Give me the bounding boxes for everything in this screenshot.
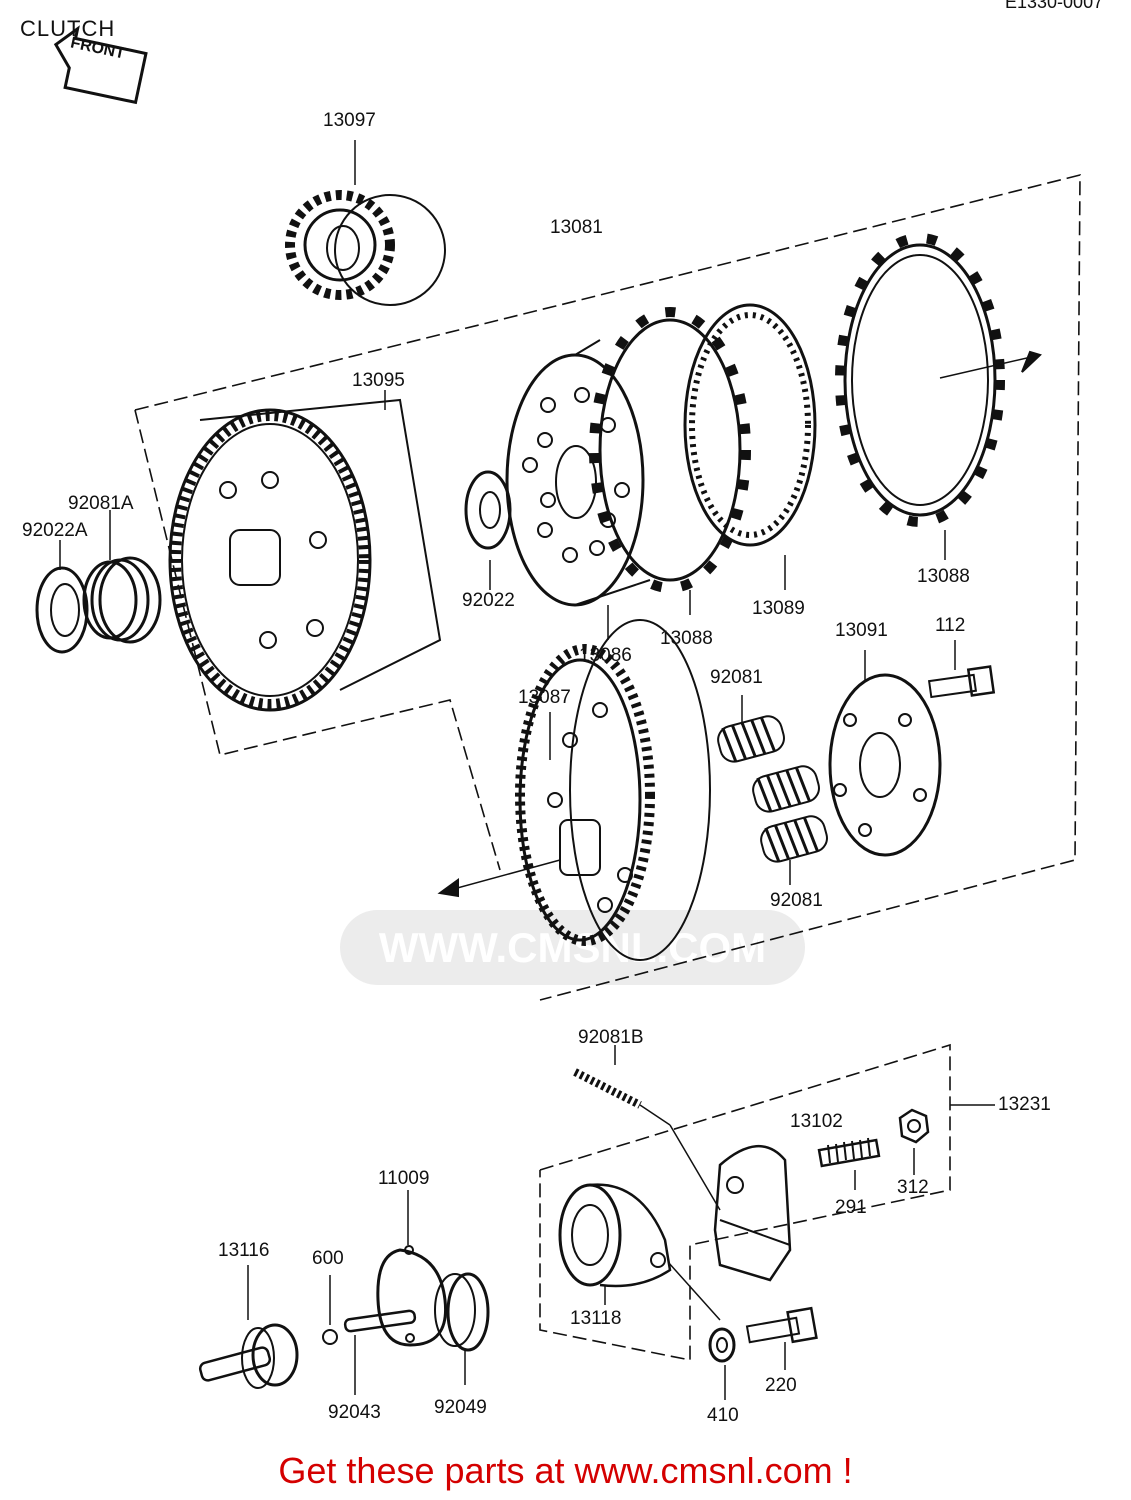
label-600: 600 <box>312 1248 344 1269</box>
release-outline <box>539 1043 951 1361</box>
label-112: 112 <box>935 615 966 636</box>
label-92081B: 92081B <box>578 1027 644 1048</box>
cover-13118-icon <box>558 1183 721 1321</box>
assembly-outline <box>134 173 1081 1001</box>
label-13231: 13231 <box>998 1094 1051 1115</box>
label-92081-top: 92081 <box>710 667 763 688</box>
lever-13102-icon <box>669 1124 792 1282</box>
label-13088-near: 13088 <box>660 628 713 649</box>
label-13097: 13097 <box>323 110 376 131</box>
label-13118: 13118 <box>570 1308 622 1329</box>
label-13088-far: 13088 <box>917 566 970 587</box>
screw-291-icon <box>817 1137 881 1190</box>
friction-plate-13088b-icon <box>835 233 1042 560</box>
front-arrow-icon <box>53 25 148 105</box>
bolt-220-icon <box>745 1306 818 1370</box>
page-title: CLUTCH <box>20 16 116 41</box>
label-410: 410 <box>707 1405 739 1426</box>
label-92022A: 92022A <box>22 520 88 541</box>
seal-92049-icon <box>434 1272 490 1385</box>
label-11009: 11009 <box>378 1168 430 1189</box>
label-220: 220 <box>765 1375 797 1396</box>
label-92081A: 92081A <box>68 493 134 514</box>
washer-92022A-icon <box>35 540 89 654</box>
label-92043: 92043 <box>328 1402 381 1423</box>
spring-92081B-icon <box>573 1045 671 1126</box>
hub-13087-icon <box>437 619 711 961</box>
label-13086: 13086 <box>579 645 632 666</box>
spring-92081A-icon <box>82 510 162 644</box>
cta-link-text[interactable]: Get these parts at www.cmsnl.com ! <box>278 1450 853 1491</box>
steel-plate-13089-icon <box>683 303 817 590</box>
label-13091: 13091 <box>835 620 888 641</box>
label-92049: 92049 <box>434 1397 487 1418</box>
label-13081: 13081 <box>550 217 603 238</box>
label-13095: 13095 <box>352 370 405 391</box>
label-312: 312 <box>897 1177 929 1198</box>
nut-312-icon <box>898 1108 930 1175</box>
label-13087: 13087 <box>518 687 571 708</box>
label-13102: 13102 <box>790 1111 843 1132</box>
rod-92043-icon <box>343 1309 417 1395</box>
plate-13091-icon <box>828 650 942 857</box>
washer-410-icon <box>708 1327 736 1400</box>
gear-13097-icon <box>285 140 446 306</box>
diagram-ref-code: E1330-0007 <box>1005 0 1104 12</box>
watermark: WWW.CMSNL.COM <box>340 910 805 985</box>
springs-92081-icon <box>717 695 828 885</box>
label-291: 291 <box>835 1197 867 1218</box>
gasket-11009-icon <box>376 1190 448 1347</box>
label-13089: 13089 <box>752 598 805 619</box>
label-92022: 92022 <box>462 590 515 611</box>
washer-92022-icon <box>464 470 512 590</box>
plate-13086-icon <box>505 339 651 640</box>
ball-600-icon <box>322 1275 338 1345</box>
housing-13095-icon <box>168 390 442 712</box>
piston-13116-icon <box>198 1265 299 1389</box>
label-92081-bottom: 92081 <box>770 890 823 911</box>
label-13116: 13116 <box>218 1240 270 1261</box>
bolt-112-icon <box>927 640 996 699</box>
friction-plate-13088-icon <box>589 307 751 615</box>
